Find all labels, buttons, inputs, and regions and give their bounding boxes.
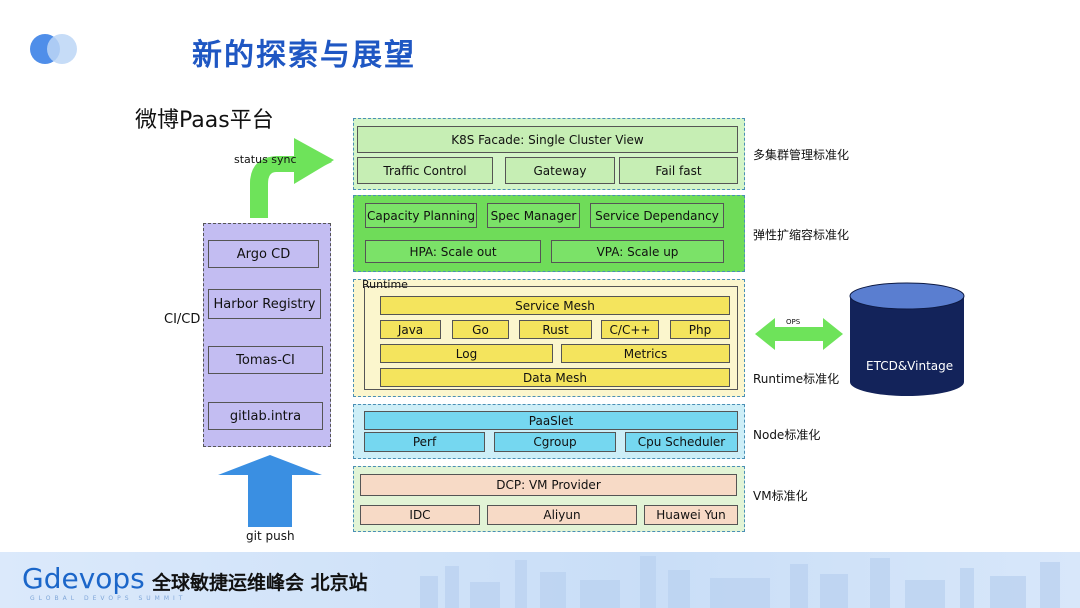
page-title: 新的探索与展望 [192, 38, 416, 73]
cicd-item-harbor-registry: Harbor Registry [208, 289, 321, 319]
footer-bar [0, 552, 1080, 608]
diagram-subtitle: 微博Paas平台 [135, 108, 274, 133]
cpu-scheduler-box: Cpu Scheduler [625, 432, 738, 452]
cicd-item-gitlab-intra: gitlab.intra [208, 402, 323, 430]
service-dependancy-box: Service Dependancy [590, 203, 724, 228]
footer-brand: Gdevops [22, 562, 145, 595]
hpa-scale-out-box: HPA: Scale out [365, 240, 541, 263]
lang-java-box: Java [380, 320, 441, 339]
lang-php-box: Php [670, 320, 730, 339]
paaslet-box: PaaSlet [364, 411, 738, 430]
k8s-facade-box: K8S Facade: Single Cluster View [357, 126, 738, 153]
ops-double-arrow-icon [755, 316, 843, 352]
runtime-title: Runtime [362, 278, 408, 291]
footer-brand-sub: GLOBAL DEVOPS SUMMIT [30, 595, 187, 602]
fail-fast-box: Fail fast [619, 157, 738, 184]
lang-rust-box: Rust [519, 320, 592, 339]
spec-manager-box: Spec Manager [487, 203, 580, 228]
vpa-scale-up-box: VPA: Scale up [551, 240, 724, 263]
vm-label: VM标准化 [753, 489, 808, 503]
multi-cluster-label: 多集群管理标准化 [753, 148, 850, 162]
lang-cpp-box: C/C++ [601, 320, 659, 339]
cicd-item-argo-cd: Argo CD [208, 240, 319, 268]
runtime-label: Runtime标准化 [753, 372, 840, 386]
data-mesh-box: Data Mesh [380, 368, 730, 387]
traffic-control-box: Traffic Control [357, 157, 493, 184]
ops-label: OPS [786, 318, 801, 326]
gateway-box: Gateway [505, 157, 615, 184]
cicd-item-tomas-ci: Tomas-CI [208, 346, 323, 374]
logo-icon [28, 32, 82, 66]
dcp-vm-provider-box: DCP: VM Provider [360, 474, 737, 496]
node-label: Node标准化 [753, 428, 821, 442]
log-box: Log [380, 344, 553, 363]
elastic-label: 弹性扩缩容标准化 [753, 228, 850, 242]
lang-go-box: Go [452, 320, 509, 339]
cicd-label: CI/CD [164, 312, 201, 327]
perf-box: Perf [364, 432, 485, 452]
huawei-yun-box: Huawei Yun [644, 505, 738, 525]
runtime-frame [364, 286, 738, 390]
git-push-label: git push [246, 529, 295, 543]
cgroup-box: Cgroup [494, 432, 616, 452]
etcd-cylinder-icon [848, 282, 966, 398]
idc-box: IDC [360, 505, 480, 525]
git-push-arrow-icon [218, 455, 322, 527]
status-sync-arrow-icon [240, 132, 340, 222]
aliyun-box: Aliyun [487, 505, 637, 525]
metrics-box: Metrics [561, 344, 730, 363]
status-sync-label: status sync [234, 153, 297, 166]
capacity-planning-box: Capacity Planning [365, 203, 477, 228]
etcd-label: ETCD&Vintage [866, 359, 954, 373]
service-mesh-box: Service Mesh [380, 296, 730, 315]
footer-conference: 全球敏捷运维峰会 北京站 [152, 572, 368, 594]
